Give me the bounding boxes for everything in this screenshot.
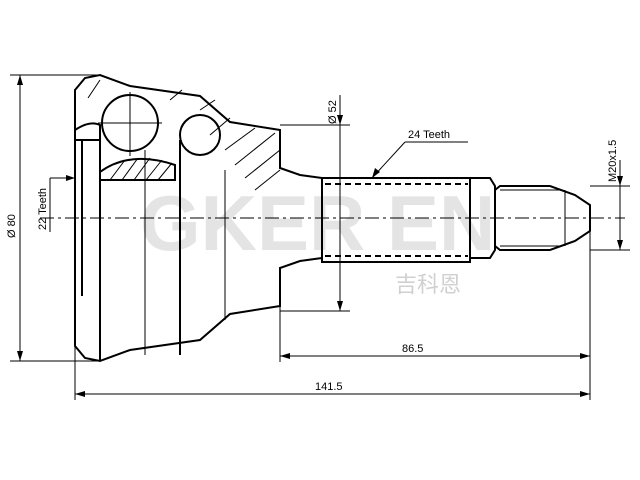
label-d52: Ø 52 <box>327 100 339 124</box>
watermark-chinese: 吉科恩 <box>395 273 461 298</box>
inner-race <box>99 157 176 181</box>
seal-ring <box>74 122 101 141</box>
arrow-icon <box>372 168 380 178</box>
label-141-5: 141.5 <box>315 381 343 393</box>
watermark-latin: GKER EN <box>140 179 495 267</box>
label-22-teeth: 22 Teeth <box>37 188 49 230</box>
label-thread: M20x1.5 <box>607 140 619 182</box>
label-86-5: 86.5 <box>402 343 423 355</box>
boot-groove <box>179 114 221 156</box>
label-d80: Ø 80 <box>6 214 18 238</box>
hatching <box>87 79 281 191</box>
arrow-icon <box>66 175 75 181</box>
spline-shaft <box>321 177 471 263</box>
label-24-teeth: 24 Teeth <box>408 129 450 141</box>
